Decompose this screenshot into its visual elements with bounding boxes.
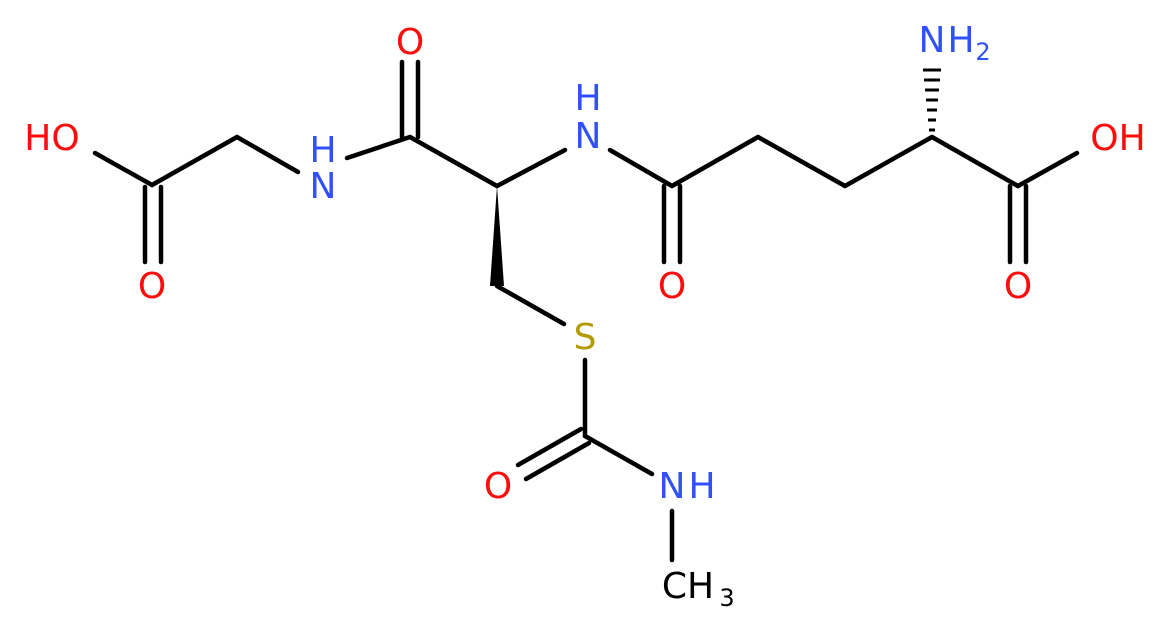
bond-n-cys-c4	[607, 147, 675, 189]
bond-c9-o-double-b	[523, 440, 592, 482]
atom-o-cysteine-carbonyl: O	[396, 22, 424, 63]
atom-n-amino: N	[919, 20, 946, 61]
bonds	[92, 59, 1080, 563]
bond-ho-c1	[92, 150, 155, 188]
atom-h-cysteine-amide: H	[574, 78, 601, 119]
bond-c9-n-carb	[582, 433, 655, 477]
atom-o-glutamate-carbonyl: O	[1004, 266, 1032, 307]
bond-c5-c6	[755, 134, 848, 189]
bond-cb-s	[494, 283, 567, 327]
bond-c2-n-gly	[234, 134, 301, 175]
bond-n-gly-c3	[344, 134, 413, 161]
bond-c8-oh	[1015, 150, 1080, 189]
atom-n-cysteine-amide: N	[575, 116, 602, 157]
atom-sulfur: S	[574, 317, 597, 358]
bond-c9-o-double-a	[515, 426, 584, 468]
atom-sub-methyl: 3	[719, 584, 734, 612]
atom-h-carbamoyl: H	[688, 466, 715, 507]
bond-c3-ca	[407, 134, 500, 189]
bond-c6-c7	[842, 134, 935, 189]
bond-c4-c5	[669, 134, 761, 189]
atom-n-glycine-amide: N	[310, 166, 337, 207]
atom-sub-amino: 2	[975, 38, 990, 66]
atom-o-glycine-carbonyl: O	[138, 266, 166, 307]
atom-ho-glycine: HO	[24, 118, 79, 159]
atom-oh-glutamate: OH	[1090, 118, 1145, 159]
atom-o-carbamoyl: O	[484, 466, 512, 507]
atom-o-glutamyl-amide: O	[658, 266, 686, 307]
atom-n-carbamoyl: N	[659, 466, 686, 507]
bond-c1-c2	[149, 134, 240, 188]
atom-h-glycine-amide: H	[309, 130, 336, 171]
bond-ca-n-cys	[494, 147, 568, 189]
atom-labels: HO O N H O H N O N H 2 OH O S O N H CH 3	[24, 20, 1145, 612]
atom-ch-methyl: CH	[662, 566, 714, 607]
bond-c7-c8	[929, 134, 1021, 189]
atom-h-amino: H	[947, 20, 974, 61]
bond-wedge-ca-cb	[490, 186, 504, 286]
bond-hash-c7-nh2	[923, 68, 941, 132]
